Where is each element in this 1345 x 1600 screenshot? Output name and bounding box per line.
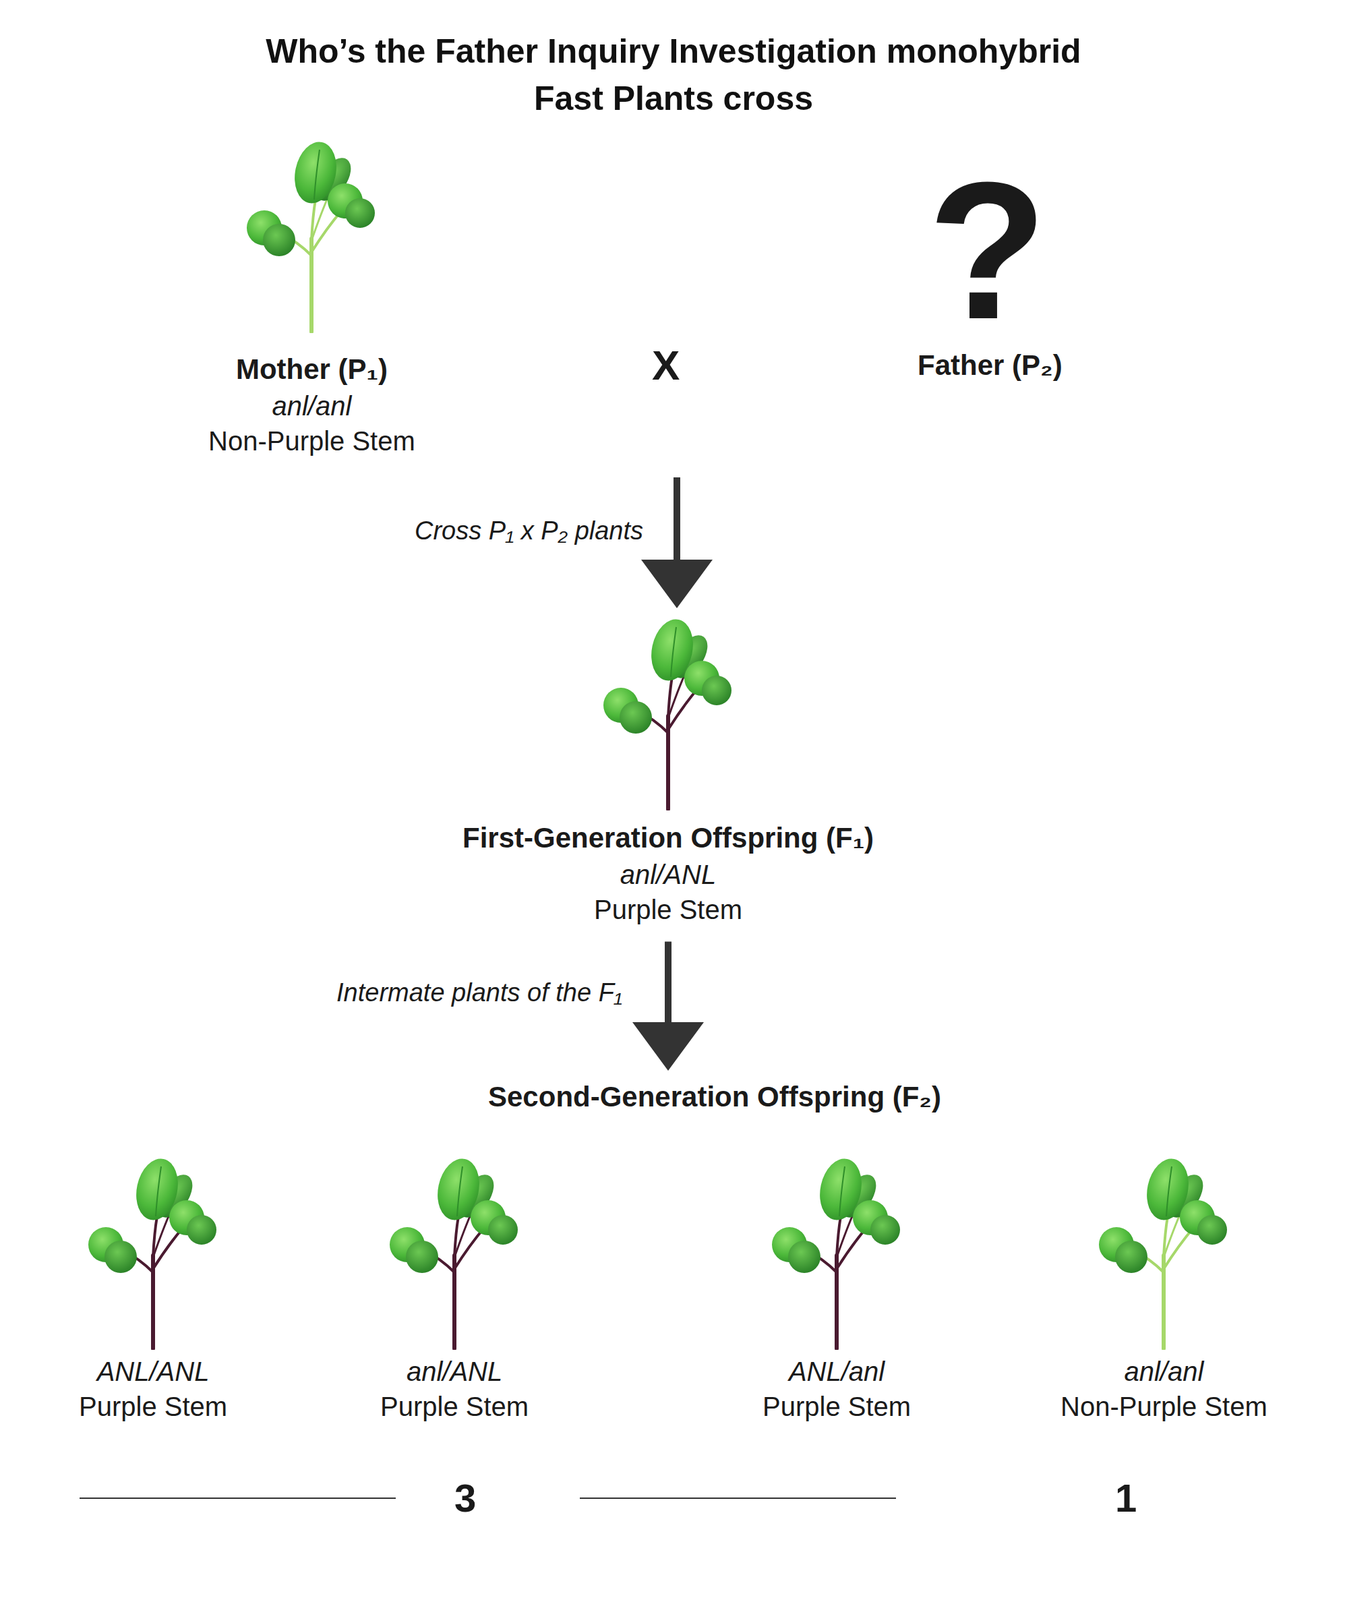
edge-label: Intermate plants of the F₁ (336, 979, 623, 1006)
phenotype-text: Purple Stem (762, 1388, 911, 1424)
plant-label-group: ANL/ANLPurple Stem (78, 1353, 228, 1424)
plant-label-group: anl/ANLPurple Stem (380, 1353, 529, 1424)
unknown-father-symbol: ? (927, 152, 1048, 348)
plant-figure (1098, 1154, 1228, 1349)
cross-arrow-shaft (673, 477, 681, 567)
blank-line (79, 1497, 396, 1499)
phenotype-text: Purple Stem (78, 1388, 228, 1424)
ratio-number: 3 (454, 1478, 476, 1518)
phenotype-text: Non-Purple Stem (208, 423, 416, 459)
step-label: Cross P₁ x P₂ plants (414, 517, 644, 544)
plant-label-group: Father (P₂) (917, 347, 1063, 385)
plant-figure (88, 1154, 217, 1349)
plant-label-group: Mother (P₁)anl/anlNon-Purple Stem (208, 351, 416, 459)
arrow-shaft (664, 941, 672, 1027)
generation-heading: Mother (P₁) (208, 351, 416, 389)
genotype-text: anl/anl (1060, 1353, 1268, 1389)
genotype-text: anl/anl (208, 388, 416, 424)
plant-label-group: Second-Generation Offspring (F₂) (488, 1078, 942, 1116)
generation-heading: Father (P₂) (917, 347, 1063, 385)
blank-line (579, 1497, 896, 1499)
plant-label-group: ANL/anlPurple Stem (762, 1353, 911, 1424)
plant-label-group: anl/anlNon-Purple Stem (1060, 1353, 1268, 1424)
arrow-head (632, 1022, 704, 1071)
genotype-text: anl/ANL (462, 856, 874, 892)
diagram-title: Who’s the Father Inquiry Investigation m… (235, 27, 1112, 123)
flow-arrow (632, 941, 704, 1071)
ratio-number: 1 (1115, 1478, 1137, 1518)
phenotype-text: Purple Stem (462, 891, 874, 928)
phenotype-text: Non-Purple Stem (1060, 1388, 1268, 1424)
genotype-text: ANL/anl (762, 1353, 911, 1389)
cross-arrow-head (641, 559, 713, 609)
plant-figure (389, 1154, 518, 1349)
phenotype-text: Purple Stem (380, 1388, 529, 1424)
plant-figure (603, 615, 732, 810)
generation-heading: First-Generation Offspring (F₁) (462, 819, 874, 857)
plant-figure (771, 1154, 901, 1349)
cross-symbol: X (651, 344, 680, 387)
plant-figure (246, 138, 375, 332)
plant-label-group: First-Generation Offspring (F₁)anl/ANLPu… (462, 819, 874, 928)
generation-heading: Second-Generation Offspring (F₂) (488, 1078, 942, 1116)
genotype-text: anl/ANL (380, 1353, 529, 1389)
genotype-text: ANL/ANL (78, 1353, 228, 1389)
